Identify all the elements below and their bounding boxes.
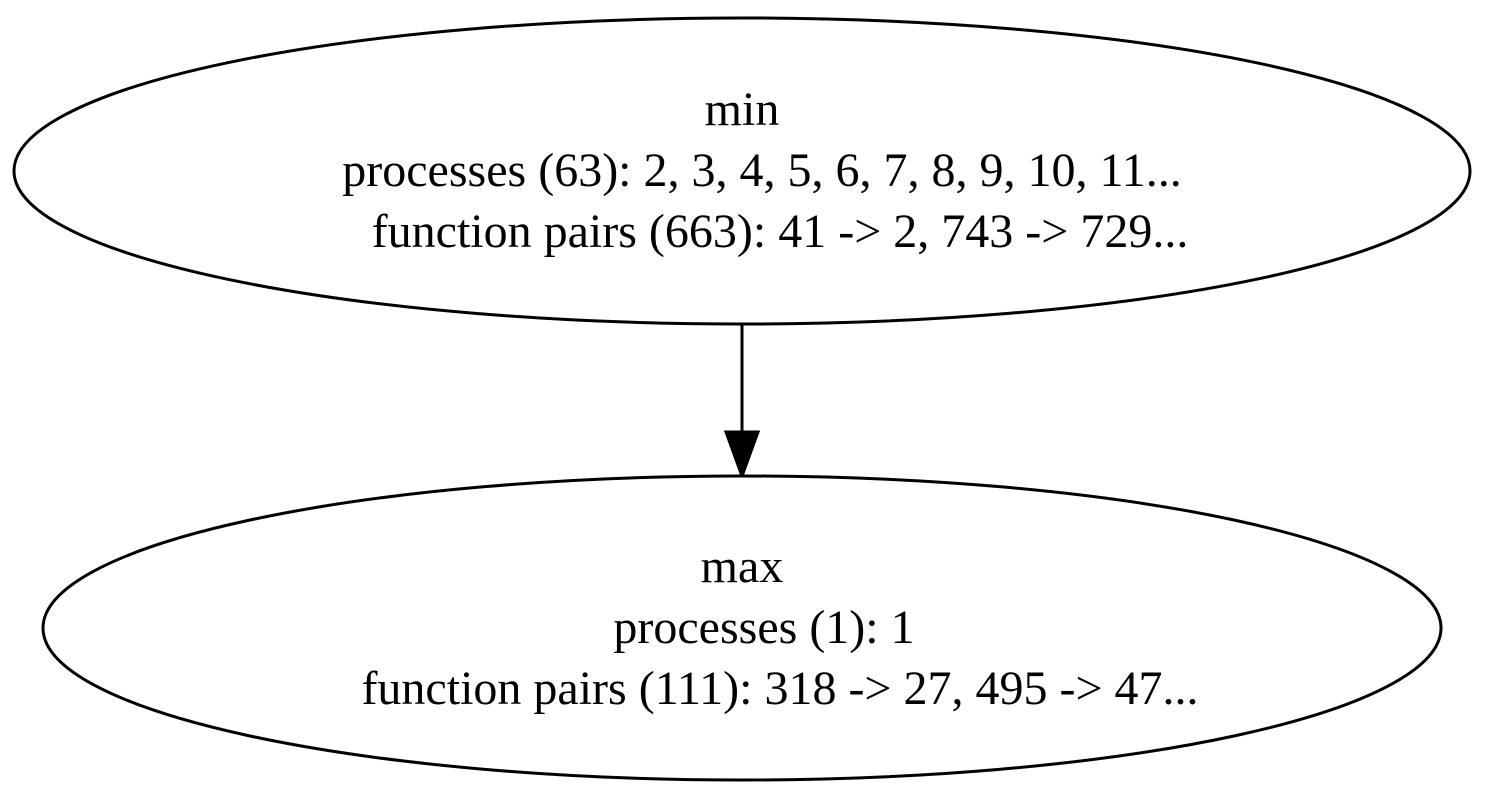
- node-min-function-pairs: function pairs (663): 41 -> 2, 743 -> 72…: [372, 205, 1189, 258]
- node-max-processes: processes (1): 1: [613, 601, 914, 654]
- node-min-title: min: [705, 83, 780, 136]
- node-max: max processes (1): 1 function pairs (111…: [41, 474, 1443, 782]
- node-max-shape: [41, 474, 1443, 782]
- arrowhead-icon: [723, 430, 761, 481]
- node-min: min processes (63): 2, 3, 4, 5, 6, 7, 8,…: [12, 16, 1472, 326]
- node-max-title: max: [701, 540, 784, 593]
- node-min-processes: processes (63): 2, 3, 4, 5, 6, 7, 8, 9, …: [342, 144, 1181, 197]
- node-max-function-pairs: function pairs (111): 318 -> 27, 495 -> …: [361, 662, 1198, 715]
- edge-min-to-max: [723, 324, 761, 481]
